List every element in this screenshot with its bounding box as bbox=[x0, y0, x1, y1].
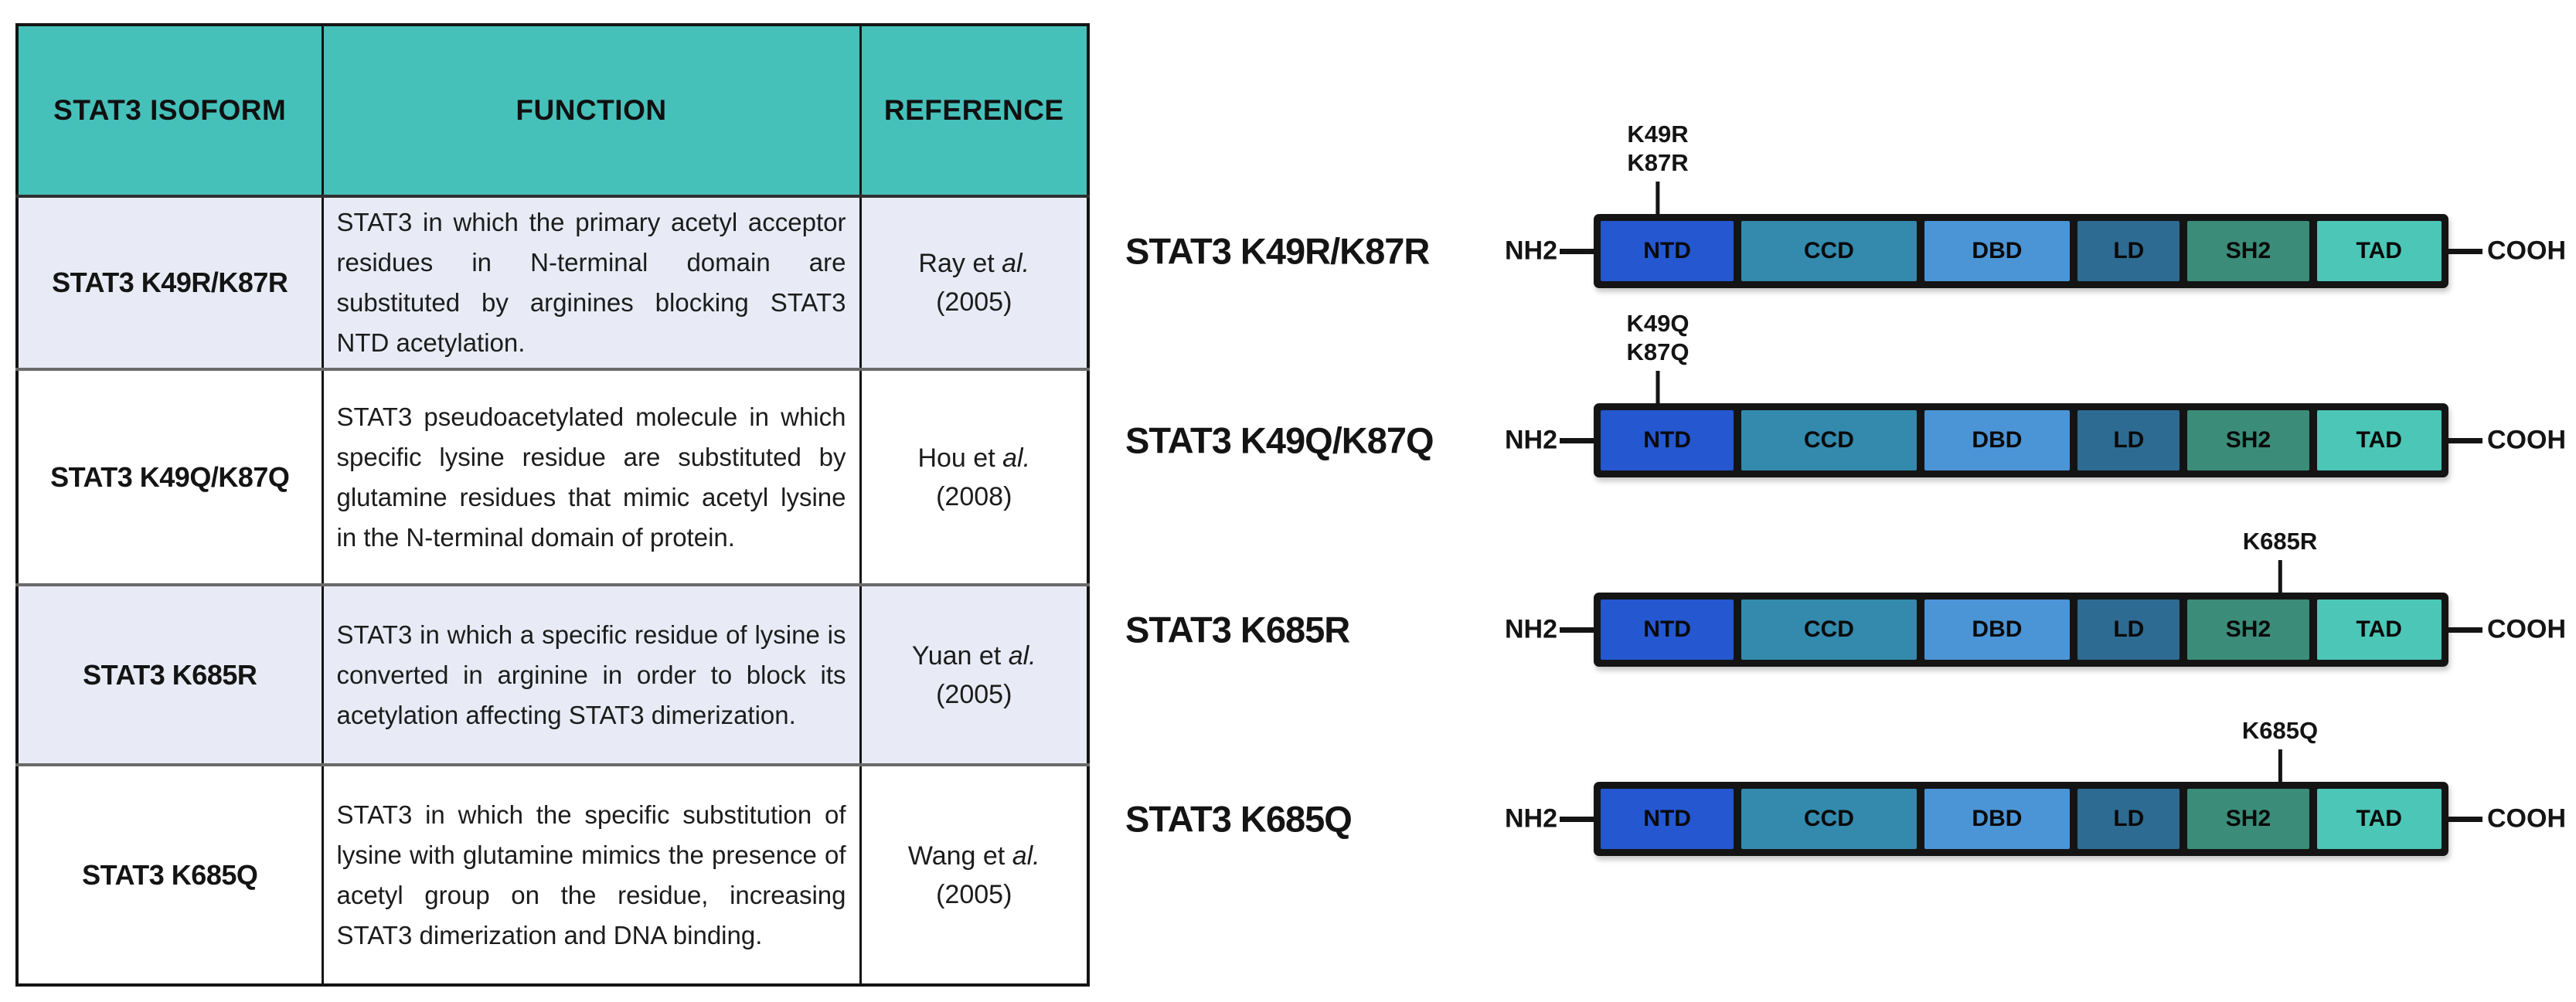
domain-dbd: DBD bbox=[1924, 410, 2071, 470]
mutation-label: K49Q bbox=[1626, 310, 1690, 337]
domain-sh2: SH2 bbox=[2187, 221, 2309, 281]
mutation-callout: K685R bbox=[2242, 527, 2318, 593]
cooh-connector-line bbox=[2447, 249, 2482, 254]
mutation-callout: K685Q bbox=[2242, 716, 2318, 782]
cooh-connector-line bbox=[2447, 817, 2482, 822]
function-cell: STAT3 in which the specific substitution… bbox=[321, 763, 862, 987]
cooh-terminus-label: COOH bbox=[2487, 236, 2566, 266]
cooh-terminus-label: COOH bbox=[2487, 803, 2566, 834]
domain-ld: LD bbox=[2077, 221, 2180, 281]
isoform-cell: STAT3 K685Q bbox=[15, 763, 324, 987]
domain-ccd: CCD bbox=[1741, 221, 1917, 281]
nh2-terminus-label: NH2 bbox=[1504, 236, 1557, 266]
protein-diagram-row: STAT3 K685R NH2 NTD CCD DBD LD SH2 TAD C… bbox=[0, 528, 2576, 667]
mutation-pointer-line bbox=[2278, 749, 2282, 782]
table-row: STAT3 K49Q/K87Q STAT3 pseudoacetylated m… bbox=[15, 368, 1090, 586]
mutation-callout: K49R K87R bbox=[1627, 120, 1689, 214]
nh2-connector-line bbox=[1560, 817, 1595, 822]
reference-cell: Hou et al. (2008) bbox=[859, 368, 1090, 586]
domain-sh2: SH2 bbox=[2187, 600, 2309, 660]
mutation-label: K87Q bbox=[1626, 338, 1690, 365]
domain-ntd: NTD bbox=[1601, 410, 1734, 470]
domain-ntd: NTD bbox=[1601, 600, 1734, 660]
nh2-connector-line bbox=[1560, 438, 1595, 443]
nh2-terminus-label: NH2 bbox=[1504, 803, 1557, 834]
protein-diagram-row: STAT3 K49R/K87R NH2 NTD CCD DBD LD SH2 T… bbox=[0, 121, 2576, 288]
header-function: FUNCTION bbox=[321, 23, 862, 198]
protein-domain-bar: NTD CCD DBD LD SH2 TAD bbox=[1594, 214, 2448, 288]
table-row: STAT3 K685R STAT3 in which a specific re… bbox=[15, 583, 1090, 766]
reference-name: Wang et bbox=[907, 841, 1006, 871]
reference-etal: al. bbox=[1008, 640, 1036, 671]
domain-dbd: DBD bbox=[1924, 600, 2071, 660]
domain-tad: TAD bbox=[2316, 410, 2442, 470]
reference-etal: al. bbox=[1002, 249, 1030, 278]
mutation-pointer-line bbox=[1656, 371, 1660, 403]
protein-label: STAT3 K49R/K87R bbox=[1125, 230, 1430, 272]
domain-ld: LD bbox=[2077, 600, 2180, 660]
nh2-connector-line bbox=[1560, 249, 1595, 254]
header-isoform: STAT3 ISOFORM bbox=[15, 23, 324, 198]
nh2-connector-line bbox=[1560, 627, 1595, 633]
domain-ccd: CCD bbox=[1741, 789, 1917, 849]
reference-year: (2005) bbox=[936, 287, 1012, 317]
domain-tad: TAD bbox=[2316, 600, 2442, 660]
stat3-isoform-table: STAT3 ISOFORM FUNCTION REFERENCE STAT3 K… bbox=[15, 23, 1090, 987]
cooh-terminus-label: COOH bbox=[2487, 614, 2566, 644]
domain-dbd: DBD bbox=[1924, 221, 2071, 281]
reference-name: Hou et bbox=[917, 443, 995, 473]
protein-label: STAT3 K685Q bbox=[1125, 798, 1353, 840]
protein-domain-bar: NTD CCD DBD LD SH2 TAD bbox=[1594, 593, 2448, 667]
domain-ccd: CCD bbox=[1741, 600, 1917, 660]
reference-name: Ray et bbox=[918, 249, 995, 278]
function-cell: STAT3 pseudoacetylated molecule in which… bbox=[321, 368, 862, 586]
nh2-terminus-label: NH2 bbox=[1504, 425, 1557, 455]
reference-etal: al. bbox=[1012, 841, 1040, 871]
mutation-callout: K49Q K87Q bbox=[1626, 309, 1690, 403]
domain-ld: LD bbox=[2077, 410, 2180, 470]
function-cell: STAT3 in which the primary acetyl accept… bbox=[321, 195, 862, 371]
domain-tad: TAD bbox=[2316, 789, 2442, 849]
cooh-terminus-label: COOH bbox=[2487, 425, 2566, 455]
protein-domain-bar: NTD CCD DBD LD SH2 TAD bbox=[1594, 403, 2448, 477]
reference-year: (2005) bbox=[936, 679, 1012, 709]
reference-cell: Wang et al. (2005) bbox=[859, 763, 1090, 987]
table-row: STAT3 K49R/K87R STAT3 in which the prima… bbox=[15, 195, 1090, 371]
reference-year: (2005) bbox=[936, 879, 1012, 909]
mutation-pointer-line bbox=[1656, 182, 1660, 214]
protein-diagram-row: STAT3 K685Q NH2 NTD CCD DBD LD SH2 TAD C… bbox=[0, 717, 2576, 856]
mutation-label: K685Q bbox=[2241, 717, 2319, 744]
isoform-cell: STAT3 K685R bbox=[15, 583, 324, 766]
header-reference: REFERENCE bbox=[859, 23, 1090, 198]
reference-year: (2008) bbox=[936, 481, 1012, 511]
reference-etal: al. bbox=[1002, 443, 1031, 473]
domain-dbd: DBD bbox=[1924, 789, 2071, 849]
protein-label: STAT3 K49Q/K87Q bbox=[1125, 419, 1434, 461]
domain-ntd: NTD bbox=[1601, 221, 1734, 281]
nh2-terminus-label: NH2 bbox=[1504, 614, 1557, 644]
isoform-cell: STAT3 K49Q/K87Q bbox=[15, 368, 324, 586]
domain-ld: LD bbox=[2077, 789, 2180, 849]
reference-name: Yuan et bbox=[911, 640, 1002, 671]
cooh-connector-line bbox=[2447, 438, 2482, 443]
protein-label: STAT3 K685R bbox=[1125, 609, 1350, 650]
isoform-cell: STAT3 K49R/K87R bbox=[15, 195, 324, 371]
protein-diagram-row: STAT3 K49Q/K87Q NH2 NTD CCD DBD LD SH2 T… bbox=[0, 310, 2576, 477]
domain-sh2: SH2 bbox=[2187, 789, 2309, 849]
mutation-label: K685R bbox=[2242, 528, 2318, 555]
domain-ccd: CCD bbox=[1741, 410, 1917, 470]
table-header-row: STAT3 ISOFORM FUNCTION REFERENCE bbox=[15, 23, 1090, 198]
cooh-connector-line bbox=[2447, 627, 2482, 633]
protein-domain-bar: NTD CCD DBD LD SH2 TAD bbox=[1594, 782, 2448, 856]
domain-ntd: NTD bbox=[1601, 789, 1734, 849]
mutation-pointer-line bbox=[2278, 560, 2282, 593]
reference-cell: Yuan et al. (2005) bbox=[859, 583, 1090, 766]
domain-sh2: SH2 bbox=[2187, 410, 2309, 470]
mutation-label: K87R bbox=[1627, 149, 1689, 176]
domain-tad: TAD bbox=[2316, 221, 2442, 281]
function-cell: STAT3 in which a specific residue of lys… bbox=[321, 583, 862, 766]
mutation-label: K49R bbox=[1627, 121, 1689, 148]
table-row: STAT3 K685Q STAT3 in which the specific … bbox=[15, 763, 1090, 987]
reference-cell: Ray et al. (2005) bbox=[859, 195, 1090, 371]
